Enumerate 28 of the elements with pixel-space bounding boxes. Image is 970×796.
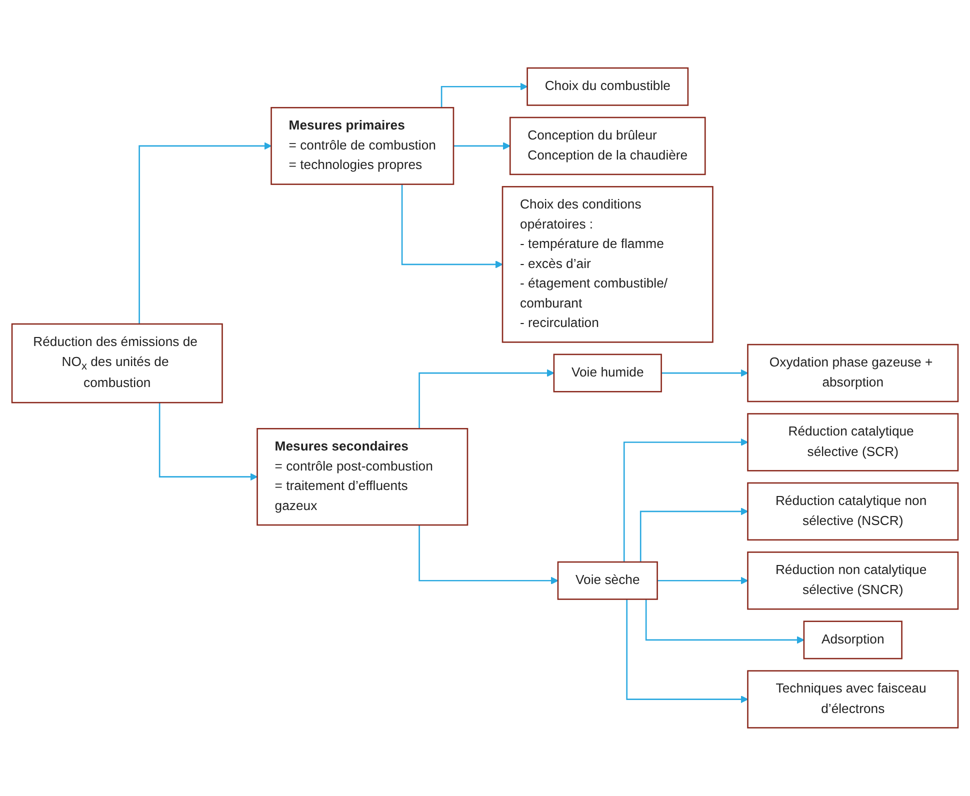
flowchart-diagram: Réduction des émissions de NO$_{x}$ des unités de combustion Mesures primaires = contrôle de combustion = technologies propres Mesures secondaires = contrôle post-combustion = traitement d’effluents gazeux Choix du combustible Conception du brûleur Conception de la chaudière Choix des conditions opératoires : - température de flamme - excès d’air - étagement combustible/ comburant - recirculation Voie humide Voie sèche Oxydation phase gazeuse + absorption Réduction catalytique sélective (SCR) Réduction catalytique non sélective (NSCR) Réduction non catalytique sélective (SNCR) Adsorption Techniques avec faisceau d’électrons <box>5 61 965 735</box>
node-box <box>256 428 468 526</box>
node-box <box>747 482 959 541</box>
arrow <box>138 142 272 324</box>
node-box <box>502 186 714 343</box>
arrow <box>645 599 804 644</box>
arrow <box>623 438 748 562</box>
node-box <box>747 344 959 402</box>
node-box <box>747 552 959 610</box>
node-box <box>270 107 454 186</box>
node-box <box>747 670 959 729</box>
arrow <box>656 576 748 585</box>
arrow <box>418 525 558 585</box>
node-box <box>11 323 223 404</box>
arrow <box>440 82 528 108</box>
arrow <box>418 369 554 429</box>
node-box <box>803 620 902 660</box>
node-box <box>557 561 658 600</box>
node-box <box>747 413 959 472</box>
arrow <box>452 142 510 150</box>
arrow <box>660 369 748 377</box>
arrow <box>640 508 748 562</box>
node-box <box>509 116 706 176</box>
arrow <box>158 402 258 481</box>
node-box <box>553 354 662 392</box>
arrow <box>626 599 748 704</box>
arrow <box>401 184 503 268</box>
node-box <box>526 67 689 106</box>
